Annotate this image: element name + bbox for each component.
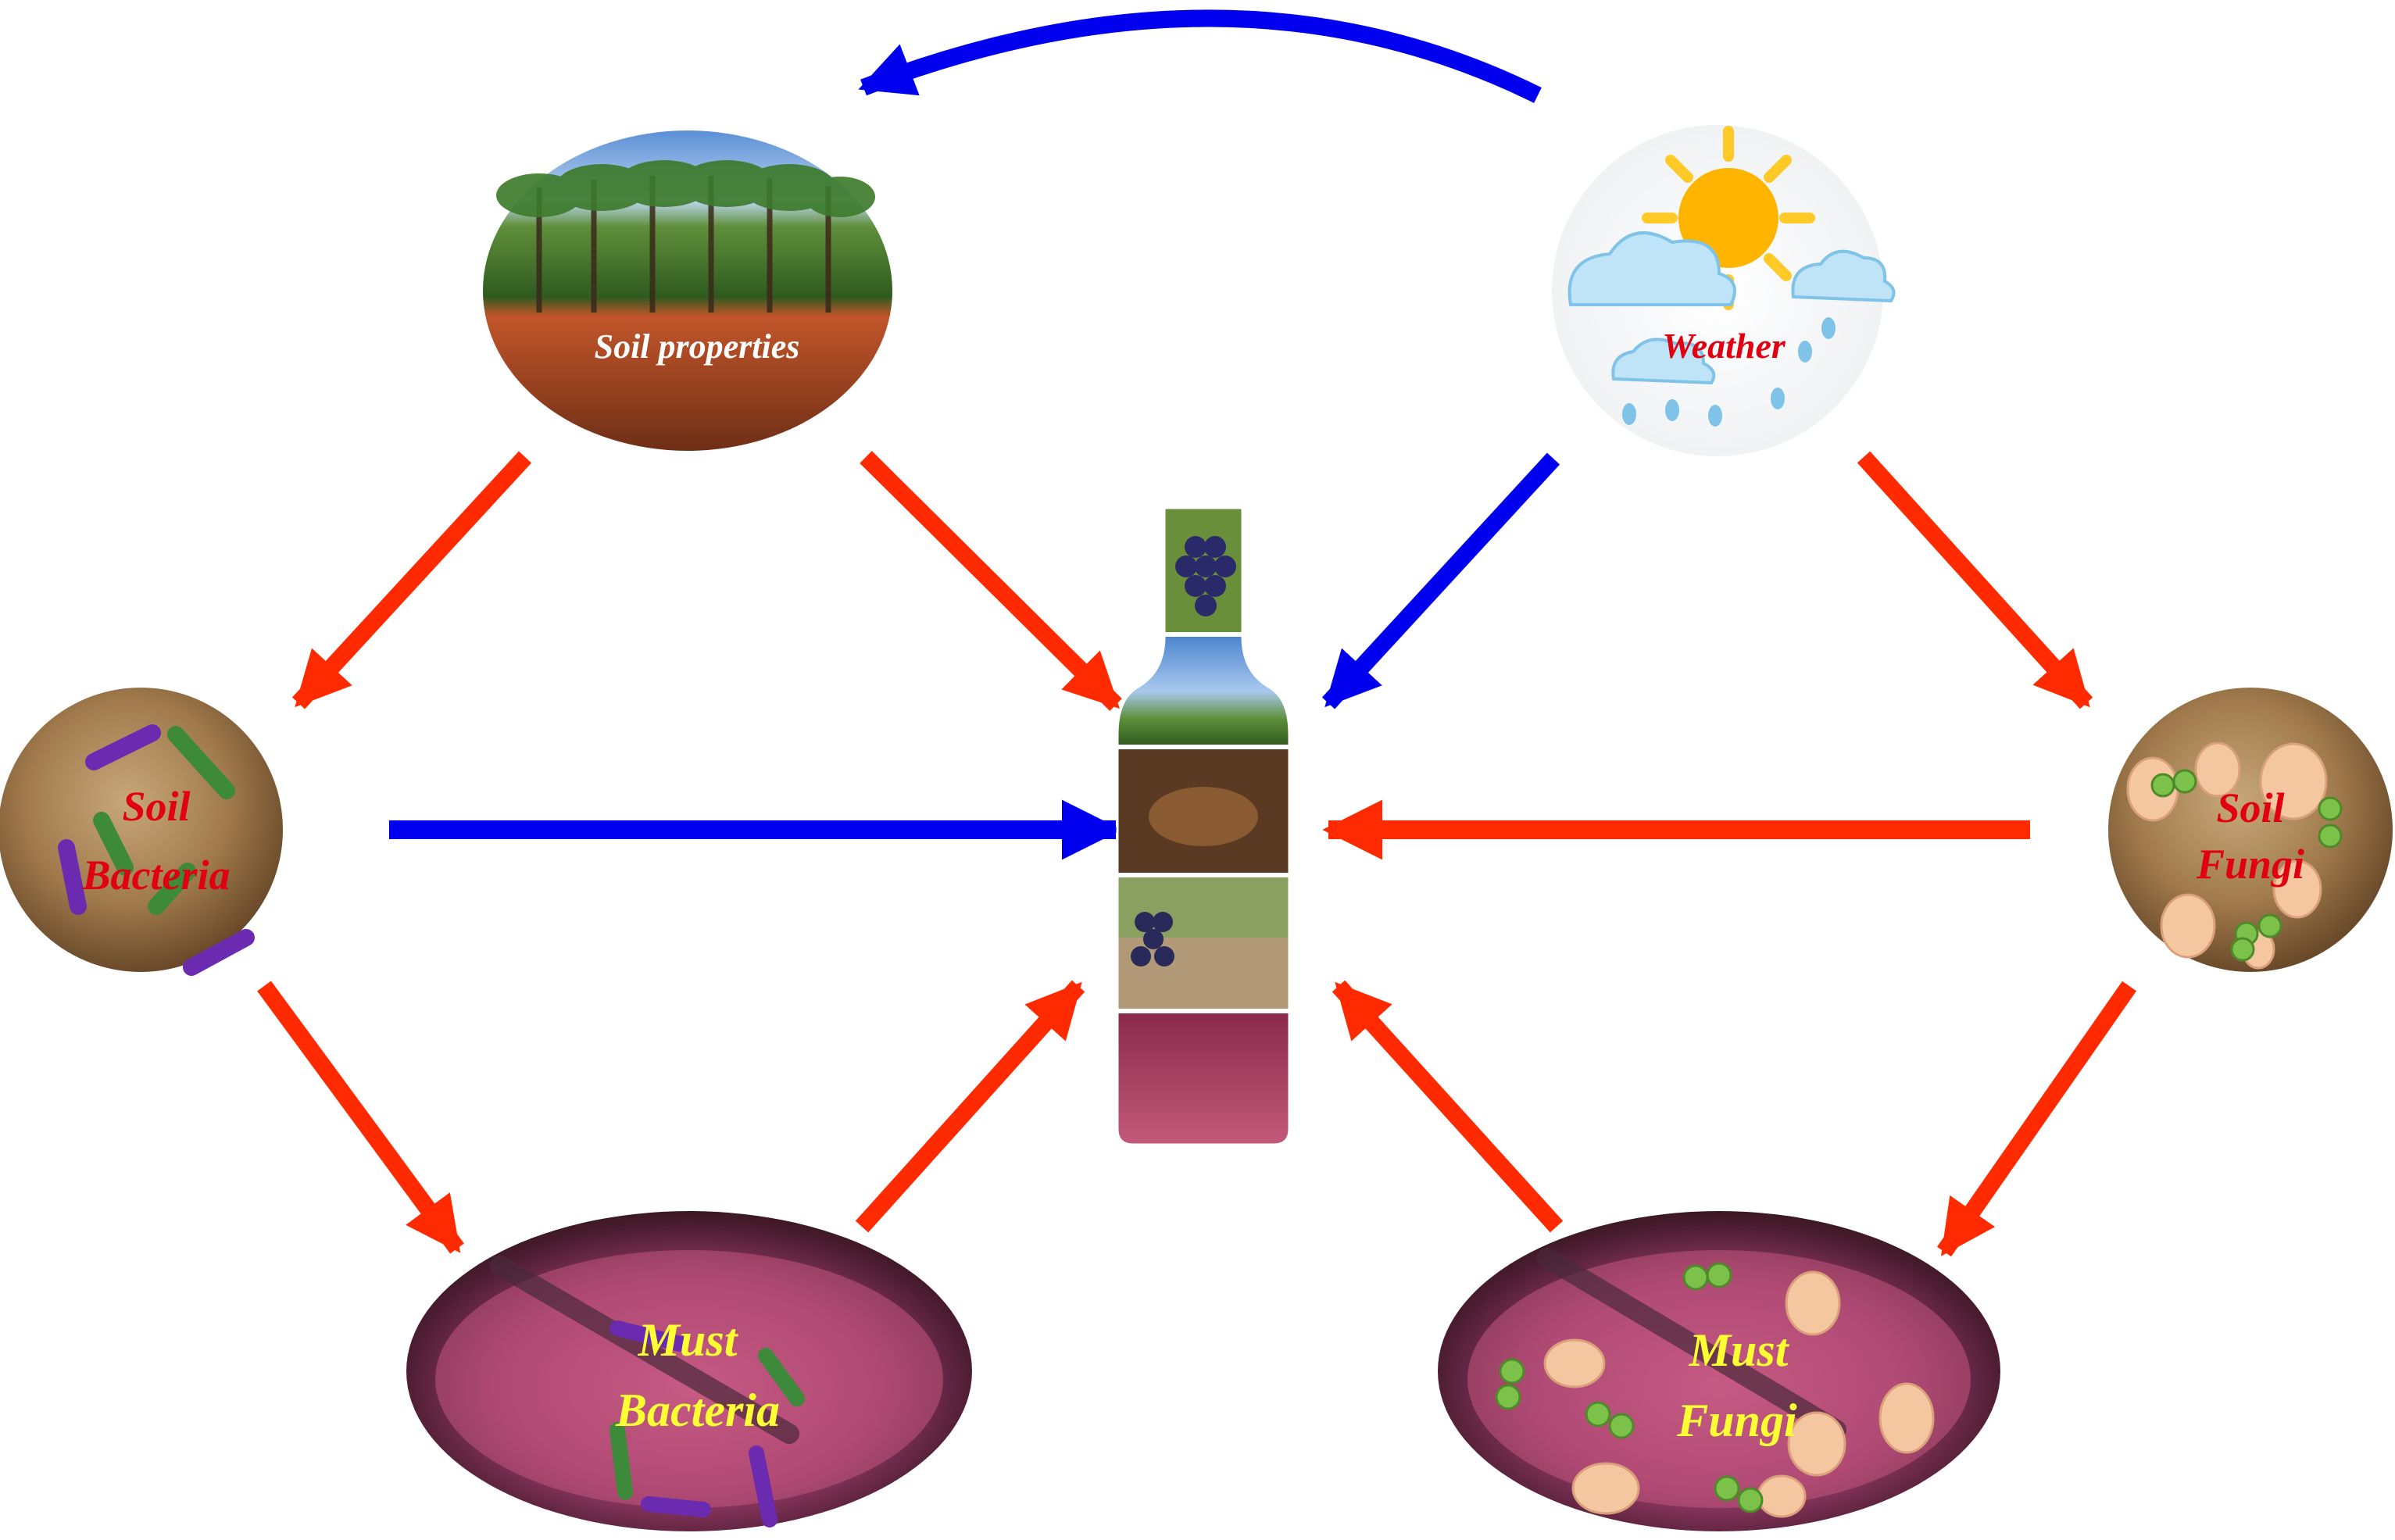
node-soil-properties: Soil properties: [483, 130, 892, 451]
soil-properties-label: Soil properties: [595, 327, 800, 366]
bottle-outline: [1116, 506, 1291, 1146]
must-bacteria-label-line2: Bacteria: [615, 1385, 780, 1436]
edge-soil-properties-to-soil-bacteria: [291, 451, 532, 709]
spore-icon: [1495, 1262, 1764, 1513]
soil-bacteria-label-line2: Bacteria: [82, 852, 231, 899]
soil-fungi-label-line2: Fungi: [2196, 841, 2304, 888]
bacteria-icon: [609, 1320, 805, 1527]
soil-fungi-label-line1: Soil: [2216, 784, 2284, 831]
must-fungi-label-line1: Must: [1689, 1324, 1790, 1376]
raindrop-icon: [1622, 317, 1836, 427]
edge-weather-to-wine: [1321, 452, 1560, 709]
edge-must-bacteria-to-wine: [855, 980, 1085, 1233]
soil-bacteria-label-line1: Soil: [122, 783, 190, 830]
yeast-icon: [2126, 741, 2328, 970]
edge-soil-fungi-to-must-fungi: [1936, 981, 2137, 1257]
node-must-fungi: Must Fungi: [1438, 1211, 2000, 1531]
yeast-icon: [1543, 1270, 1935, 1518]
must-fungi-label-line2: Fungi: [1676, 1395, 1797, 1446]
weather-label: Weather: [1662, 326, 1786, 366]
paddle-icon: [1537, 1248, 1846, 1440]
bottle-panel-must: [1117, 1013, 1289, 1145]
grape-cluster-icon: [1175, 536, 1236, 616]
node-soil-fungi: Soil Fungi: [2108, 688, 2393, 972]
edge-weather-to-soil-fungi: [1857, 451, 2093, 709]
edge-soil-properties-to-wine: [860, 451, 1122, 711]
spore-icon: [2150, 769, 2343, 962]
node-wine-bottle: [1117, 508, 1289, 1145]
edge-weather-to-soil-properties: [858, 9, 1542, 103]
node-must-bacteria: Must Bacteria: [406, 1211, 972, 1531]
must-bacteria-label-line1: Must: [638, 1314, 739, 1366]
edge-must-fungi-to-wine: [1332, 980, 1564, 1233]
paddle-icon: [490, 1256, 799, 1444]
cloud-icon: [1567, 231, 1896, 385]
node-soil-bacteria: Soil Bacteria: [0, 688, 283, 976]
edge-soil-bacteria-to-must-bacteria: [257, 981, 464, 1254]
bottle-panel-vineyard: [1117, 637, 1289, 746]
node-weather: Weather: [1552, 125, 1896, 456]
bacteria-icon: [58, 724, 255, 976]
arrows: [257, 9, 2137, 1257]
